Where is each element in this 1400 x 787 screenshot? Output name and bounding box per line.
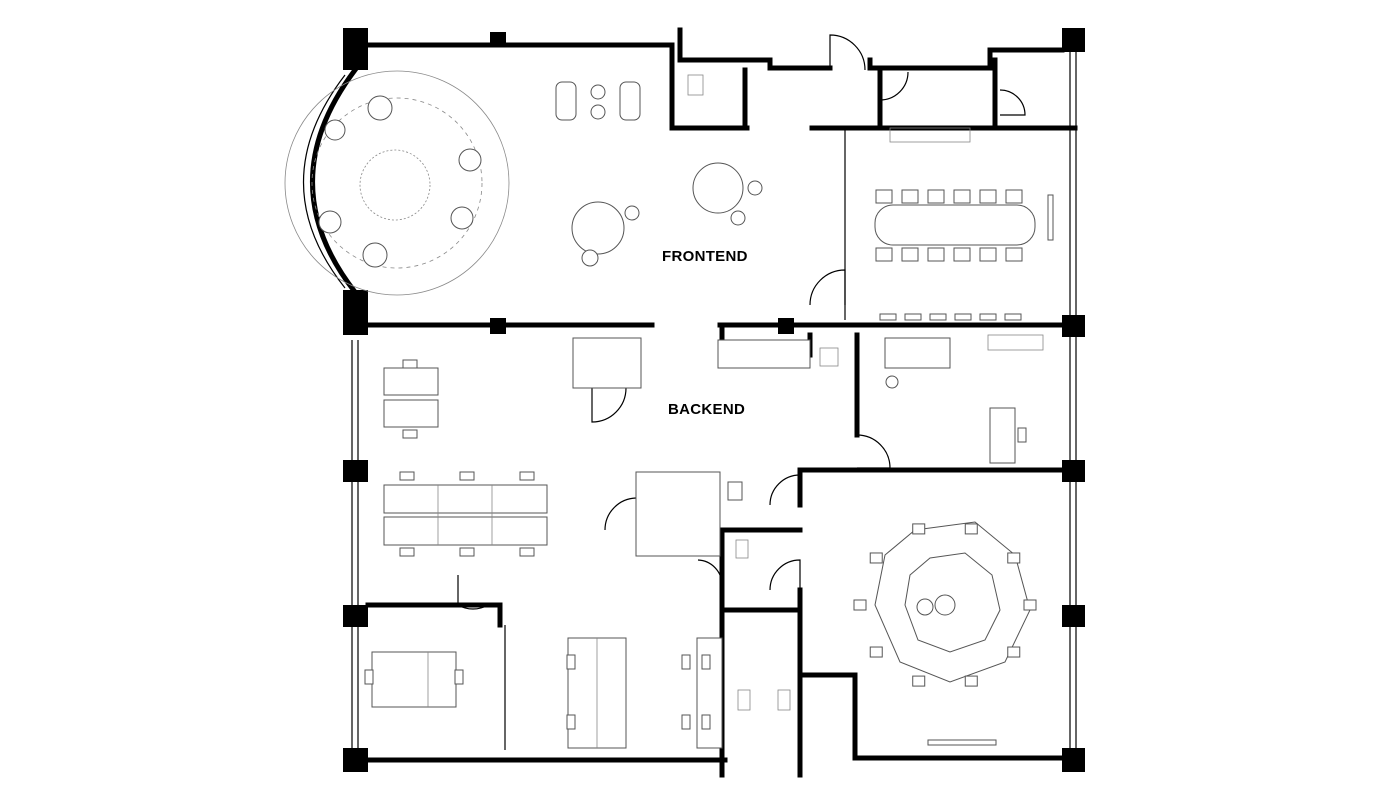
chair [566,654,576,670]
chair [459,547,475,557]
chair [727,481,743,501]
chair [1023,599,1037,611]
chair [566,714,576,730]
columns [343,28,1085,772]
doors [457,34,1026,610]
chair [1007,552,1021,564]
chair [364,669,374,685]
room-label-backend: BACKEND [668,401,746,418]
chair [1005,189,1023,204]
chair [869,646,883,658]
chair [927,189,945,204]
chair [1004,313,1022,321]
chair [875,189,893,204]
furniture [284,70,1054,749]
chair [399,471,415,481]
plant-icon [359,149,431,221]
chair [979,247,997,262]
chair [927,247,945,262]
chair [459,471,475,481]
chair [875,247,893,262]
chair [701,714,711,730]
chair [904,313,922,321]
chair [853,599,867,611]
chair [929,313,947,321]
chair [402,359,418,369]
chair [953,247,971,262]
chair [402,429,418,439]
chair [1005,247,1023,262]
chair [681,714,691,730]
chair [979,189,997,204]
chair [1007,646,1021,658]
chair [879,313,897,321]
chair [901,247,919,262]
chair [681,654,691,670]
exterior-walls [302,27,1083,763]
chair [912,675,926,687]
chair [399,547,415,557]
chair [901,189,919,204]
chair [964,675,978,687]
chair [912,523,926,535]
chair [953,189,971,204]
chair [701,654,711,670]
chair [964,523,978,535]
room-label-frontend: FRONTEND [662,248,748,265]
chair [454,669,464,685]
chair [979,313,997,321]
chairs [364,189,1037,730]
chair [519,547,535,557]
chair [869,552,883,564]
chair [1017,427,1027,443]
chair [519,471,535,481]
chair [954,313,972,321]
